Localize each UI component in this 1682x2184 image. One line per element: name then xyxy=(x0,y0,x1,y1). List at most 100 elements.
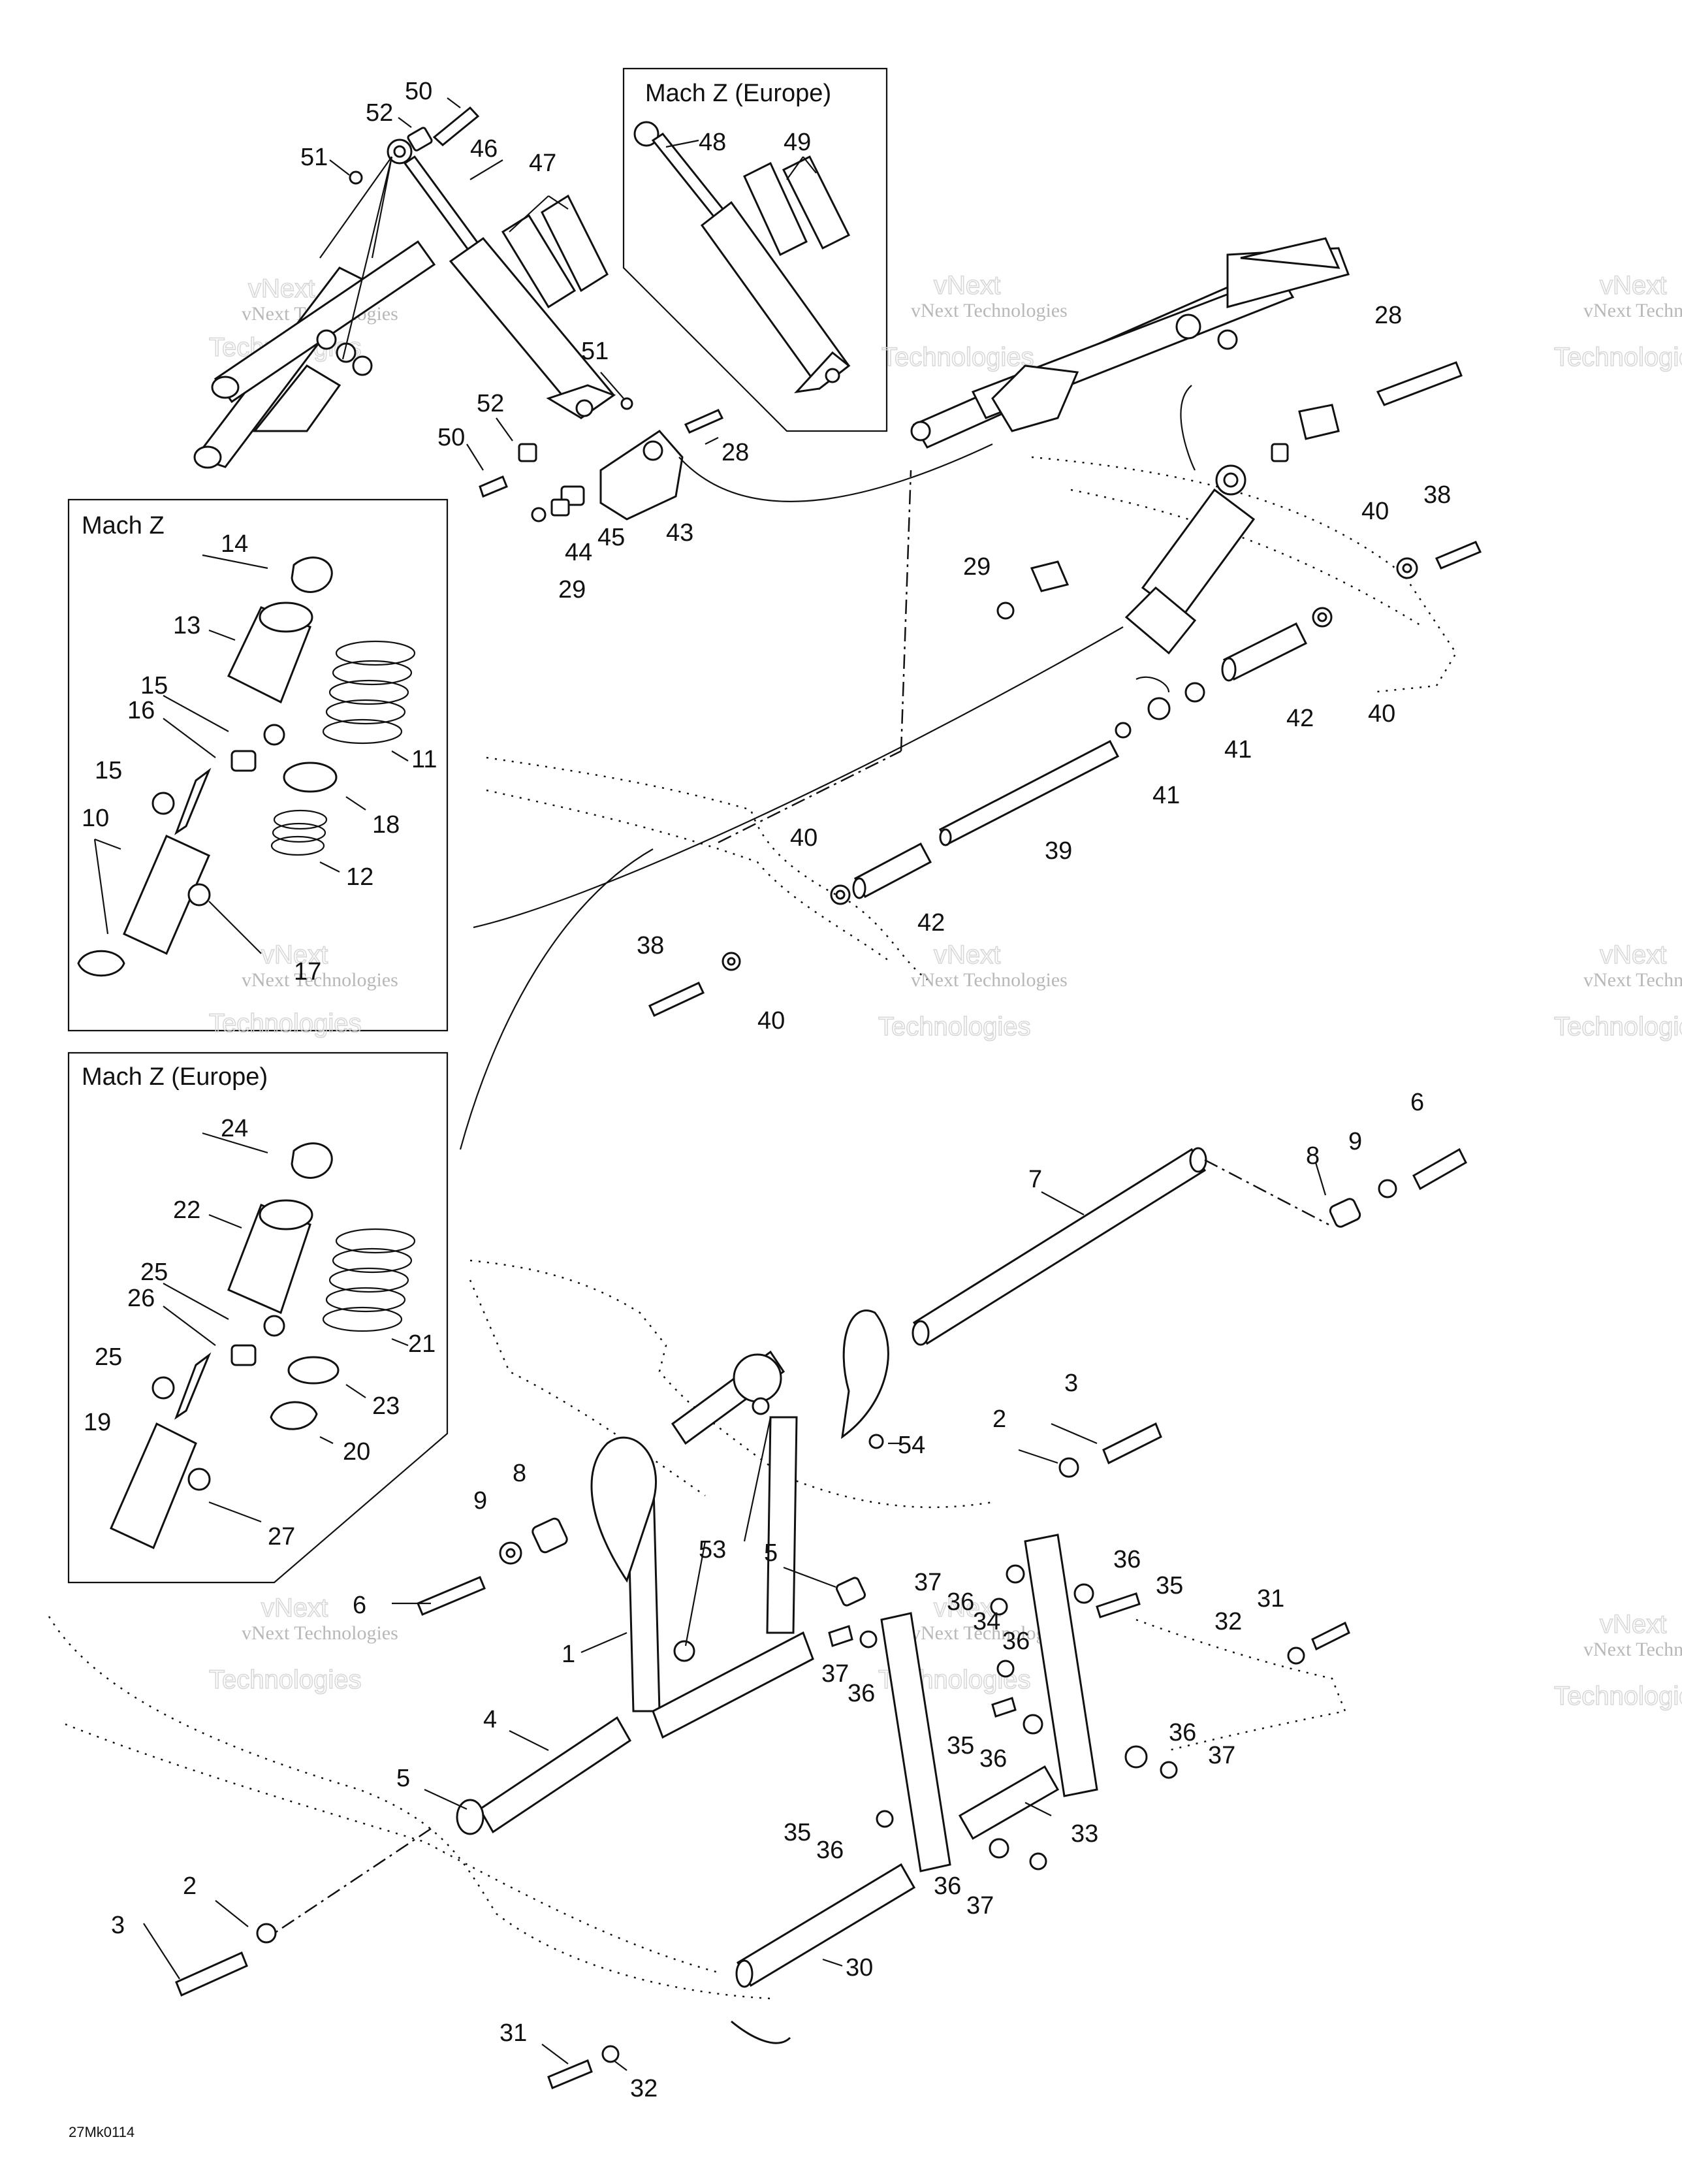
callout-40: 40 xyxy=(790,824,817,852)
svg-text:vNext Technologies: vNext Technologies xyxy=(242,969,398,991)
callout-32: 32 xyxy=(1214,1608,1242,1635)
callout-4: 4 xyxy=(483,1706,497,1733)
top-inset-title: Mach Z (Europe) xyxy=(645,80,831,107)
callout-15: 15 xyxy=(95,757,122,784)
callout-40: 40 xyxy=(1368,700,1395,728)
callout-38: 38 xyxy=(637,932,664,959)
svg-text:vNext Technologies: vNext Technologies xyxy=(1583,1639,1682,1660)
callout-5: 5 xyxy=(764,1539,778,1567)
callout-labels: 50 52 51 46 47 48 49 51 52 50 28 45 44 4… xyxy=(82,78,1451,2102)
callout-28: 28 xyxy=(1374,302,1402,329)
callout-5: 5 xyxy=(396,1765,410,1792)
callout-36: 36 xyxy=(947,1588,974,1616)
callout-36: 36 xyxy=(1002,1628,1030,1655)
callout-54: 54 xyxy=(898,1432,925,1459)
callout-45: 45 xyxy=(597,524,625,551)
callout-15: 15 xyxy=(140,672,168,699)
svg-text:vNext: vNext xyxy=(934,1594,1000,1622)
callout-18: 18 xyxy=(372,811,400,839)
callout-43: 43 xyxy=(666,519,693,547)
svg-text:vNext Technologies: vNext Technologies xyxy=(1583,969,1682,991)
callout-35: 35 xyxy=(1156,1572,1183,1599)
callout-40: 40 xyxy=(1361,498,1389,525)
svg-text:Technologies: Technologies xyxy=(209,1665,362,1694)
svg-text:vNext: vNext xyxy=(261,1594,328,1622)
callout-40: 40 xyxy=(757,1007,785,1035)
callout-42: 42 xyxy=(917,909,945,937)
svg-text:Technologies: Technologies xyxy=(878,1012,1031,1041)
callout-35: 35 xyxy=(784,1819,811,1846)
svg-text:vNext: vNext xyxy=(934,940,1000,969)
svg-text:vNext: vNext xyxy=(1600,271,1666,300)
callout-3: 3 xyxy=(1064,1370,1078,1397)
callout-9: 9 xyxy=(1348,1128,1362,1155)
callout-36: 36 xyxy=(979,1745,1007,1773)
rear-links-assembly xyxy=(547,1534,1350,2089)
left-lower-inset-title: Mach Z (Europe) xyxy=(82,1063,268,1091)
left-lower-inset-frame xyxy=(67,1052,449,1584)
callout-8: 8 xyxy=(1306,1142,1320,1170)
callout-3: 3 xyxy=(111,1912,125,1939)
callout-28: 28 xyxy=(722,439,749,466)
callout-41: 41 xyxy=(1224,736,1252,763)
callout-31: 31 xyxy=(500,2019,527,2047)
svg-text:vNext: vNext xyxy=(261,940,328,969)
callout-6: 6 xyxy=(353,1592,366,1619)
callout-10: 10 xyxy=(82,805,109,832)
svg-text:vNext Technologies: vNext Technologies xyxy=(1583,300,1682,321)
callout-21: 21 xyxy=(408,1330,436,1358)
callout-36: 36 xyxy=(816,1837,844,1864)
svg-text:vNext: vNext xyxy=(1600,1610,1666,1639)
callout-37: 37 xyxy=(1208,1742,1235,1769)
left-upper-inset-parts xyxy=(77,556,416,977)
callout-8: 8 xyxy=(513,1460,526,1487)
svg-text:vNext Technologies: vNext Technologies xyxy=(242,1622,398,1644)
svg-text:Technologies: Technologies xyxy=(1554,343,1682,372)
callout-29: 29 xyxy=(963,553,991,581)
callout-11: 11 xyxy=(411,746,437,773)
callout-39: 39 xyxy=(1045,837,1072,865)
svg-text:Technologies: Technologies xyxy=(209,1009,362,1038)
callout-29: 29 xyxy=(558,576,586,603)
upper-left-assembly xyxy=(193,106,616,469)
callout-20: 20 xyxy=(343,1438,370,1466)
callout-6: 6 xyxy=(1410,1089,1424,1116)
callout-34: 34 xyxy=(973,1608,1000,1635)
callout-37: 37 xyxy=(914,1569,942,1596)
svg-text:vNext: vNext xyxy=(248,274,315,303)
svg-text:Technologies: Technologies xyxy=(1554,1682,1682,1710)
callout-46: 46 xyxy=(470,135,498,163)
callout-32: 32 xyxy=(630,2075,658,2102)
callout-48: 48 xyxy=(699,129,726,156)
svg-text:vNext Technologies: vNext Technologies xyxy=(911,300,1068,321)
callout-27: 27 xyxy=(268,1523,295,1550)
rear-crossshaft-group xyxy=(459,470,1124,1150)
callout-2: 2 xyxy=(992,1405,1006,1433)
callout-19: 19 xyxy=(84,1409,111,1436)
rear-arm-assembly xyxy=(910,237,1482,739)
callout-36: 36 xyxy=(1113,1546,1141,1573)
left-lower-inset-parts xyxy=(110,1142,416,1550)
callout-42: 42 xyxy=(1286,705,1314,732)
callout-41: 41 xyxy=(1152,782,1180,809)
callout-36: 36 xyxy=(848,1680,875,1707)
callout-1: 1 xyxy=(562,1641,575,1668)
callout-38: 38 xyxy=(1423,481,1451,509)
left-upper-inset-title: Mach Z xyxy=(82,512,165,539)
figure-code: 27Mk0114 xyxy=(69,2124,135,2140)
callout-24: 24 xyxy=(221,1115,248,1142)
left-upper-inset-frame xyxy=(67,498,449,1032)
callout-25: 25 xyxy=(140,1259,168,1286)
callout-14: 14 xyxy=(221,530,248,558)
callout-52: 52 xyxy=(477,390,504,417)
callout-44: 44 xyxy=(565,539,592,566)
svg-text:Technologies: Technologies xyxy=(881,343,1034,372)
callout-36: 36 xyxy=(934,1872,961,1900)
callout-47: 47 xyxy=(529,150,556,177)
callout-36: 36 xyxy=(1169,1719,1196,1746)
callout-33: 33 xyxy=(1071,1820,1098,1848)
svg-text:vNext: vNext xyxy=(934,271,1000,300)
top-inset-frame xyxy=(622,67,888,432)
callout-2: 2 xyxy=(183,1872,197,1900)
watermarks: vNext Technologies vNext Technologies vN… xyxy=(208,270,1682,1711)
